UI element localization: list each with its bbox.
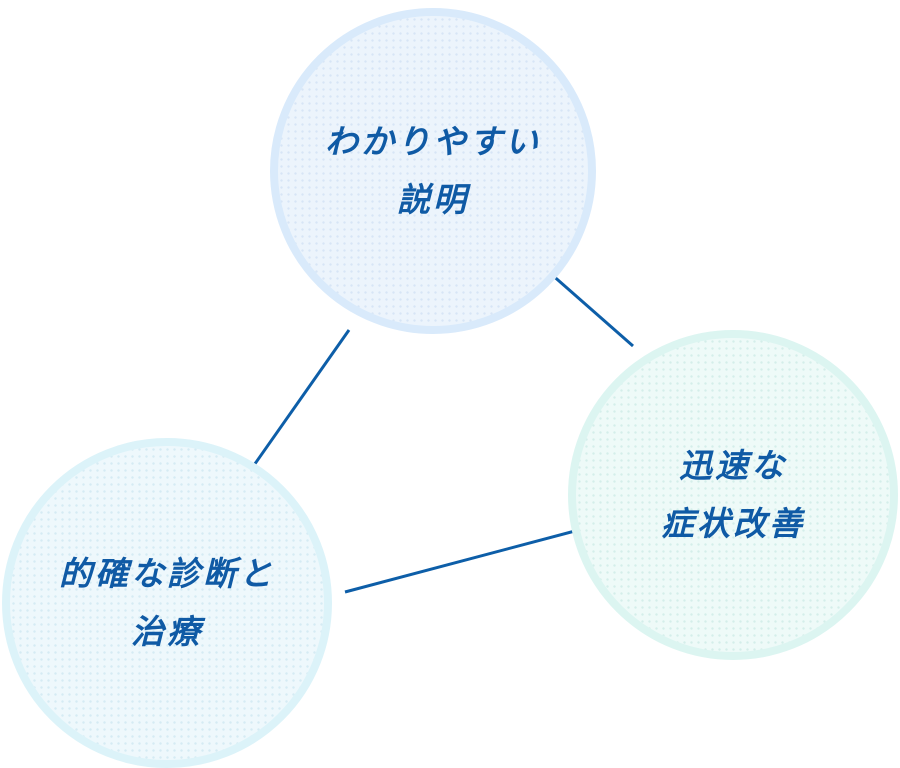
node-quick-improvement: 迅速な 症状改善 — [568, 330, 898, 660]
node-quick-improvement-line2: 症状改善 — [661, 504, 805, 543]
node-accurate-diagnosis-label: 的確な診断と 治療 — [59, 545, 275, 661]
node-easy-explanation-label: わかりやすい 説明 — [325, 113, 541, 229]
node-easy-explanation: わかりやすい 説明 — [270, 8, 596, 334]
node-accurate-diagnosis-line1: 的確な診断と — [59, 554, 275, 593]
node-quick-improvement-line1: 迅速な — [679, 446, 787, 485]
node-accurate-diagnosis-line2: 治療 — [131, 612, 203, 651]
node-quick-improvement-label: 迅速な 症状改善 — [661, 437, 805, 553]
node-easy-explanation-line1: わかりやすい — [325, 122, 541, 161]
top-left-connector — [243, 329, 351, 479]
node-easy-explanation-line2: 説明 — [397, 180, 469, 219]
left-right-connector — [344, 525, 591, 594]
node-accurate-diagnosis: 的確な診断と 治療 — [2, 438, 332, 768]
